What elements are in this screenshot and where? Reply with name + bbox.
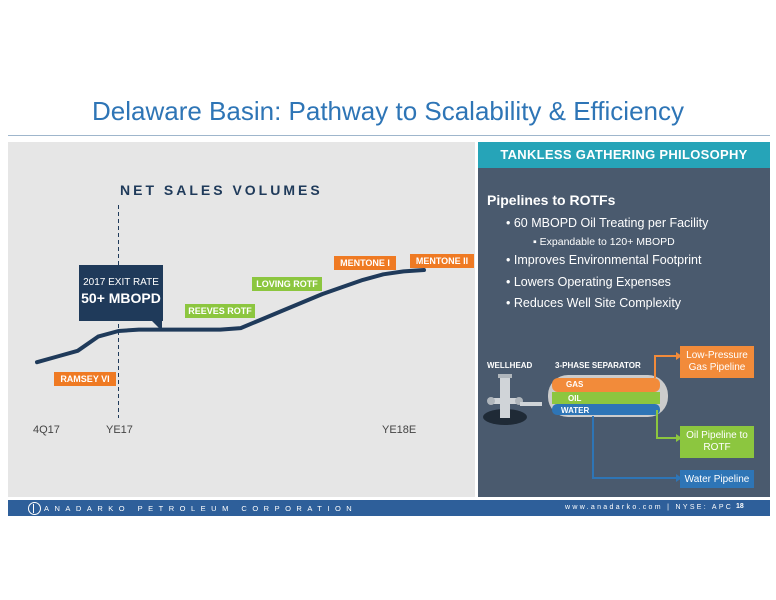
sales-volume-line [35, 268, 426, 365]
callout-mentone-1: MENTONE I [334, 256, 396, 270]
callout-ramsey: RAMSEY VI [54, 372, 116, 386]
gas-pipe [654, 355, 676, 378]
title-divider [8, 135, 770, 136]
bullet-4-text: Reduces Well Site Complexity [513, 296, 682, 310]
bullet-3: • Lowers Operating Expenses [506, 275, 671, 289]
low-pressure-label: Low-Pressure Gas Pipeline [686, 350, 748, 373]
footer-bar [8, 500, 770, 516]
oil-layer [552, 392, 660, 404]
water-label: WATER [561, 406, 590, 415]
water-pipe [592, 416, 676, 479]
subbullet-1: ▪ Expandable to 120+ MBOPD [533, 236, 675, 248]
exit-rate-pointer [152, 321, 162, 331]
bullet-4: • Reduces Well Site Complexity [506, 296, 682, 310]
water-pipeline-box [680, 470, 754, 488]
oil-label: OIL [568, 394, 582, 403]
wellhead-arm-icon [490, 398, 520, 404]
x-tick-4q17: 4Q17 [33, 424, 60, 436]
water-layer [552, 404, 660, 415]
chart-title: NET SALES VOLUMES [120, 182, 323, 198]
bullet-1: • 60 MBOPD Oil Treating per Facility [506, 216, 709, 230]
gas-label: GAS [566, 380, 584, 389]
philosophy-header: TANKLESS GATHERING PHILOSOPHY [478, 142, 770, 168]
gas-layer [552, 378, 660, 392]
callout-reeves: REEVES ROTF [185, 304, 255, 318]
exit-rate-label: 2017 EXIT RATE [83, 277, 159, 288]
exit-rate-value: 50+ MBOPD [81, 290, 161, 306]
slide-title: Delaware Basin: Pathway to Scalability &… [91, 96, 685, 126]
wellhead-label: WELLHEAD [487, 361, 533, 370]
bullet-3-text: Lowers Operating Expenses [513, 275, 671, 289]
exit-rate-box: 2017 EXIT RATE 50+ MBOPD [79, 265, 163, 321]
low-pressure-box [680, 346, 754, 378]
subbullet-1-text: Expandable to 120+ MBOPD [539, 236, 675, 248]
oil-pipeline-box [680, 426, 754, 458]
oil-pipeline-label: Oil Pipeline to ROTF [686, 430, 748, 453]
bullet-2-text: Improves Environmental Footprint [513, 253, 702, 267]
bullet-1-text: 60 MBOPD Oil Treating per Facility [513, 216, 709, 230]
x-tick-ye17: YE17 [106, 424, 133, 436]
callout-mentone-2: MENTONE II [410, 254, 474, 268]
water-pipeline-label: Water Pipeline [684, 474, 750, 485]
footer-company: ANADARKO PETROLEUM CORPORATION [44, 504, 358, 513]
page-number: 18 [736, 503, 744, 510]
oil-pipe [656, 410, 676, 439]
separator-label: 3-PHASE SEPARATOR [555, 361, 641, 370]
footer-website: www.anadarko.com | NYSE: APC [565, 504, 734, 511]
company-logo-icon [28, 502, 41, 515]
x-tick-ye18e: YE18E [382, 424, 417, 436]
callout-loving: LOVING ROTF [252, 277, 322, 291]
pipelines-title: Pipelines to ROTFs [487, 192, 616, 208]
bullet-2: • Improves Environmental Footprint [506, 253, 702, 267]
